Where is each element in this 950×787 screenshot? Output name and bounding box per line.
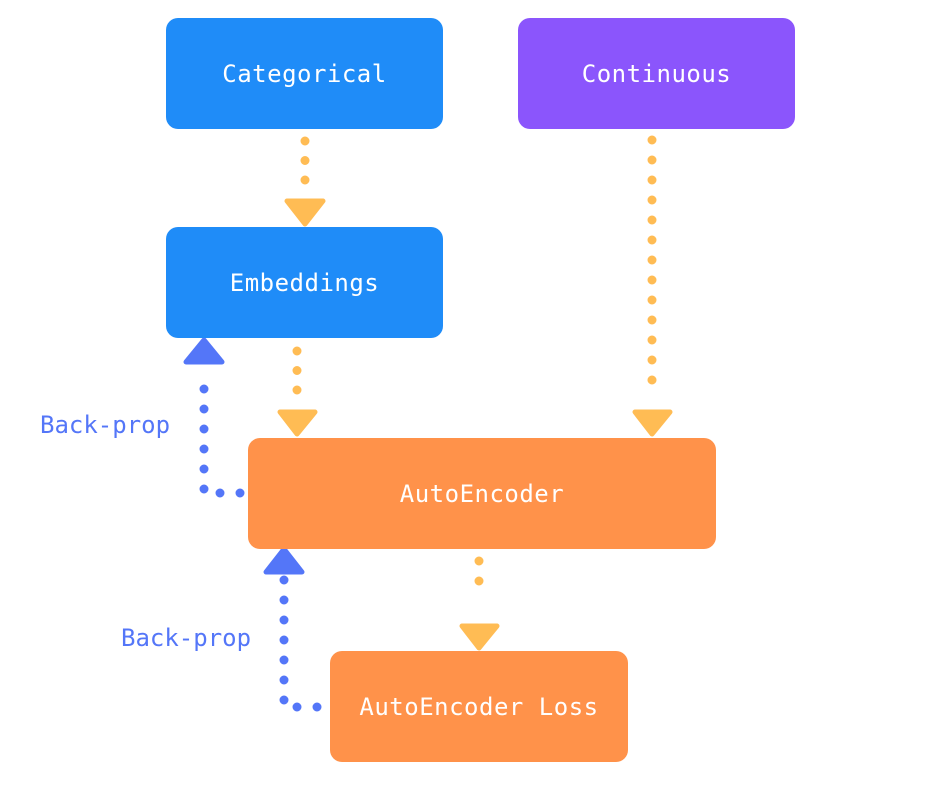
edge-backprop-autoencoder-to-embeddings xyxy=(183,337,245,498)
edge-line xyxy=(279,572,322,712)
edge-continuous-to-autoencoder xyxy=(632,135,673,437)
edge-embeddings-to-autoencoder xyxy=(277,346,318,437)
arrowhead-down-icon xyxy=(284,198,326,227)
backprop-label-upper: Back-prop xyxy=(40,411,171,439)
edge-line xyxy=(199,372,245,498)
node-continuous: Continuous xyxy=(518,18,795,129)
node-categorical: Categorical xyxy=(166,18,443,129)
edge-categorical-to-embeddings xyxy=(284,136,326,227)
node-label: Embeddings xyxy=(229,268,380,297)
node-autoencoder: AutoEncoder xyxy=(248,438,716,549)
edge-backprop-loss-to-autoencoder xyxy=(263,546,322,712)
backprop-label-lower: Back-prop xyxy=(121,624,252,652)
arrowhead-down-icon xyxy=(459,623,500,651)
arrowhead-down-icon xyxy=(277,409,318,437)
node-label: Continuous xyxy=(581,59,732,88)
node-embeddings: Embeddings xyxy=(166,227,443,338)
edge-autoencoder-to-loss xyxy=(459,556,500,651)
arrowhead-up-icon xyxy=(183,337,225,365)
arrowhead-down-icon xyxy=(632,409,673,437)
node-label: AutoEncoder xyxy=(399,479,565,508)
node-autoencoder-loss: AutoEncoder Loss xyxy=(330,651,628,762)
node-label: Categorical xyxy=(222,59,387,88)
arrowhead-up-icon xyxy=(263,546,305,575)
node-label: AutoEncoder Loss xyxy=(359,692,599,721)
